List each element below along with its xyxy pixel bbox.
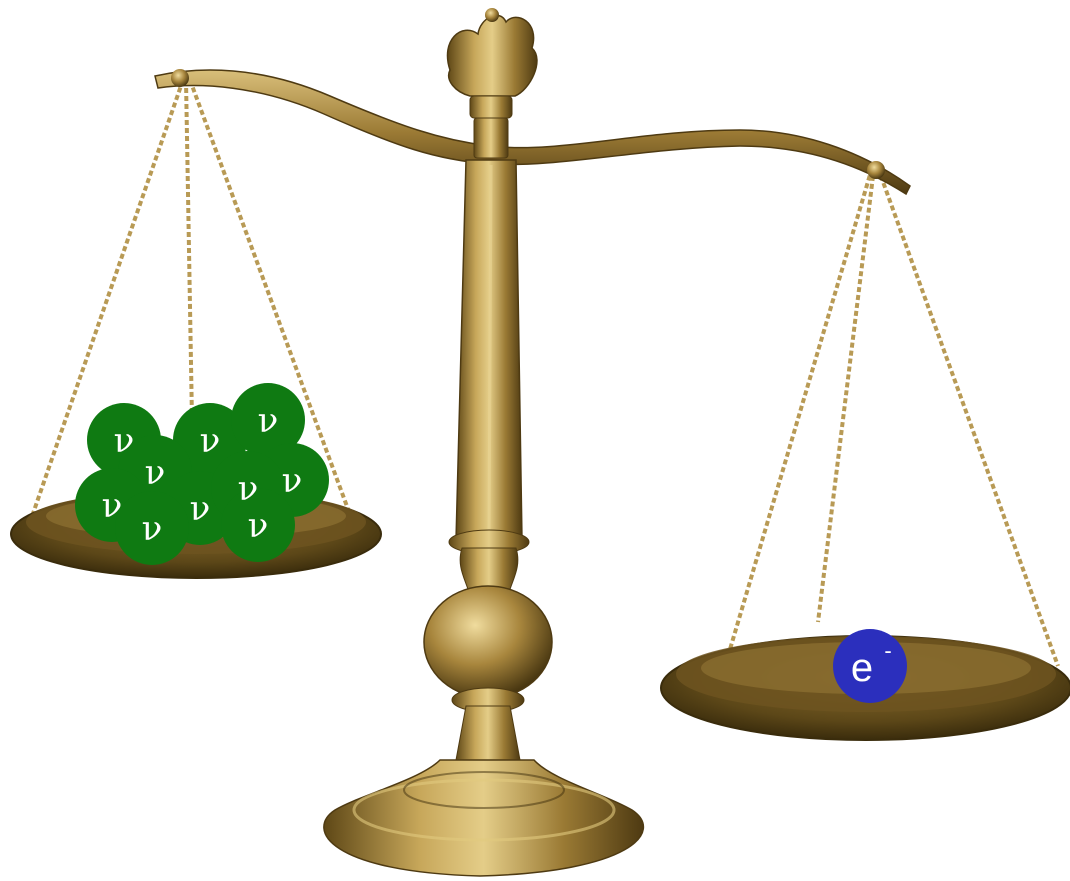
column-bulb: [424, 586, 552, 698]
neutrino-label: ν: [238, 469, 259, 509]
left-beam-hook: [171, 69, 189, 87]
electron-charge-label: -: [884, 638, 891, 663]
neutrino-label: ν: [142, 509, 163, 549]
neutrino-label: ν: [102, 486, 123, 526]
electron-particle: e -: [833, 629, 907, 703]
crown-finial: [447, 8, 536, 158]
neutrino-label: ν: [190, 489, 211, 529]
neutrino-label: ν: [248, 506, 269, 546]
scale-base: [324, 760, 644, 876]
electron-label: e: [851, 646, 873, 690]
right-beam-hook: [867, 161, 885, 179]
neutrino-label: ν: [258, 401, 279, 441]
neutrino-label: ν: [282, 461, 303, 501]
neutrino-label: ν: [200, 421, 221, 461]
right-pan-chains: [718, 168, 1058, 690]
neutrino-label: ν: [145, 453, 166, 493]
column-stem: [456, 706, 520, 760]
scale-beam: [155, 70, 910, 194]
neutrino-label: ν: [114, 421, 135, 461]
